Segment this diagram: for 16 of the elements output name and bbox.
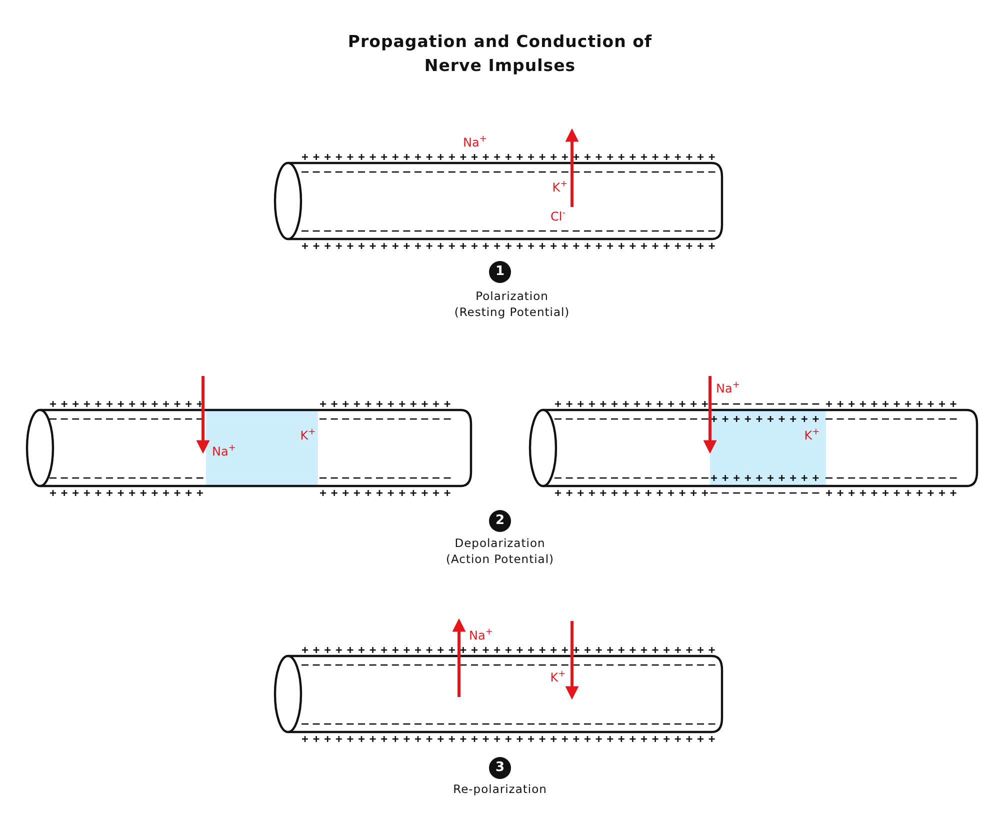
ion-label: Na$^{+}$ — [212, 444, 236, 458]
ion-label: Na$^{+}$ — [716, 380, 740, 396]
ion-label: Cl$^{-}$ — [550, 208, 566, 224]
step-number: 1 — [489, 261, 511, 283]
step-caption: Re-polarization — [452, 781, 548, 797]
step-number: 3 — [489, 757, 511, 779]
ion-label: K$^{+}$ — [300, 428, 316, 442]
ion-label: Na$^{+}$ — [469, 628, 493, 642]
step-caption: Polarization (Resting Potential) — [453, 288, 571, 320]
ion-label: Na$^{+}$ — [463, 134, 487, 150]
diagram-title: Propagation and Conduction of Nerve Impulses — [346, 31, 654, 77]
ion-label: K$^{+}$ — [550, 670, 566, 684]
ion-label: K$^{+}$ — [552, 180, 568, 194]
ion-label: K$^{+}$ — [804, 428, 820, 442]
step-number: 2 — [489, 510, 511, 532]
step-caption: Depolarization (Action Potential) — [444, 535, 556, 567]
